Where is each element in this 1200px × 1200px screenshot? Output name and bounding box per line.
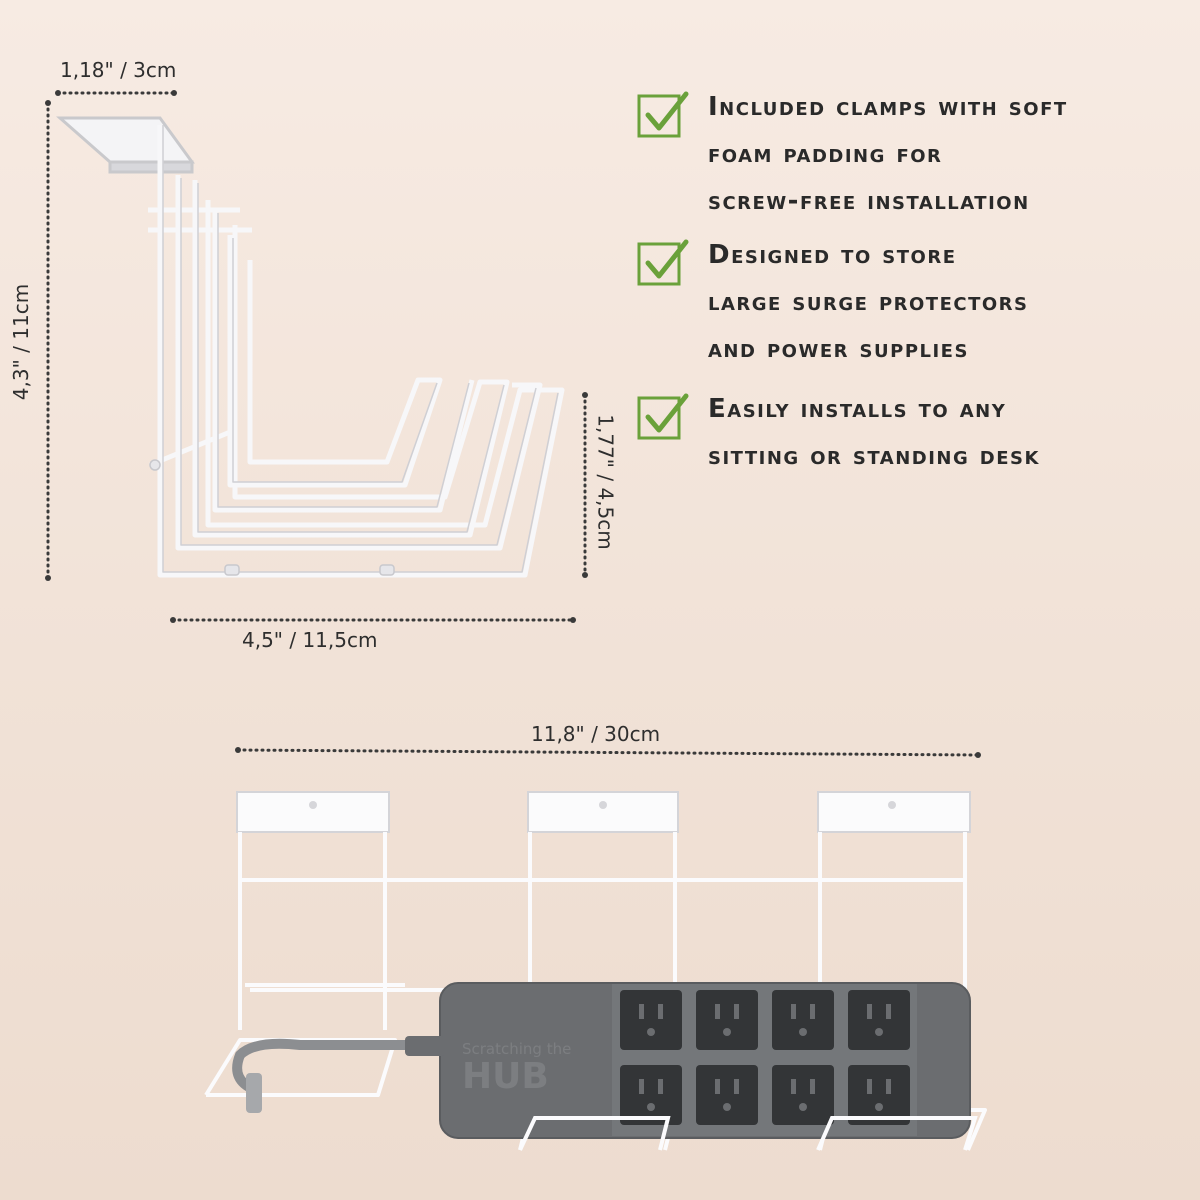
checkmark-icon [637,393,689,440]
basket-height-label: 1,77" / 4,5cm [593,414,618,550]
watermark-line1: Scratching the [462,1040,572,1058]
feature-3-text: Easily installs to any sitting or standi… [708,394,1040,471]
checkmark-icon [637,239,689,286]
depth-label: 4,5" / 11,5cm [242,628,378,652]
length-label: 11,8" / 30cm [531,722,661,746]
clamp-width-label: 1,18" / 3cm [60,58,177,82]
outlet-slots [639,1004,891,1111]
feature-1-text: Included clamps with soft foam padding f… [708,92,1068,216]
watermark-line2: HUB [462,1056,549,1097]
height-label: 4,3" / 11cm [9,283,34,401]
wire-frames-outline [162,125,559,573]
watermark: Scratching the HUB [462,1040,571,1096]
checkmark-icon [637,91,689,138]
feature-2-text: Designed to store large surge protectors… [708,240,1029,364]
front-clamp-plates [236,791,971,833]
length-dimension-line [236,748,980,757]
outlets [620,990,910,1125]
